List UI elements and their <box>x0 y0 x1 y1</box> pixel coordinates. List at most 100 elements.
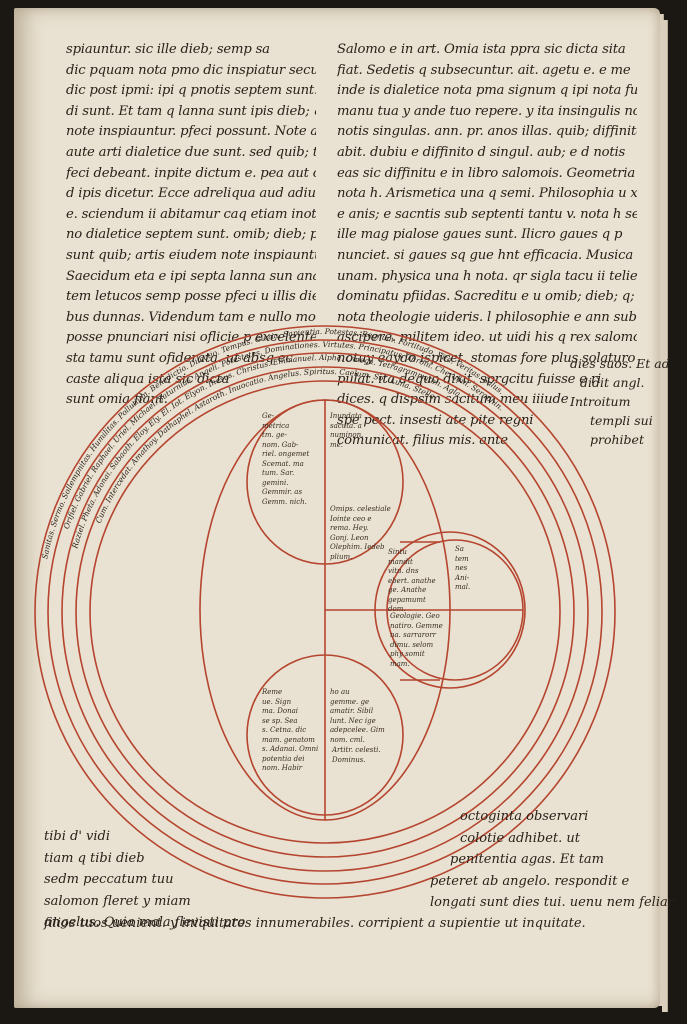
cell-line: Sintu <box>388 548 407 556</box>
cell-line: Omips. celestiale <box>330 505 391 513</box>
text-line: dic post ipmi: ipi q pnotis septem sunt.… <box>66 83 316 99</box>
text-line: angelus. Quia mala flevisti pro <box>44 915 246 930</box>
cell-line: me. <box>330 440 344 449</box>
cell-line: Ge- <box>262 412 275 420</box>
text-line: sunt quib; artis eiudem note inspiauntur… <box>66 247 316 263</box>
outer-ring <box>34 325 616 899</box>
cell-line: Gonj. Leon <box>330 533 369 542</box>
cell-line: mam. <box>390 659 410 668</box>
ring <box>47 339 603 885</box>
text-line: inde is dialetice nota pma signum q ipi … <box>337 83 637 99</box>
text-line: longati sunt dies tui. uenu nem feliar <box>430 895 674 910</box>
text-line: peteret ab angelo. respondit e <box>430 873 630 889</box>
cell-line: Dominus. <box>332 755 366 764</box>
side-note-line: dies suos. Et ad <box>570 356 670 371</box>
cell-line: se sp. Sea <box>262 716 298 725</box>
cell-bottom-strip: Artitr. celesti.Dominus. <box>332 746 381 765</box>
cell-line: natiro. Gemme <box>390 621 443 630</box>
text-line: comunicat. filius mis. ante <box>337 433 508 449</box>
bottom-line-text: filios tuos uenient. y iniquitates innum… <box>44 916 586 931</box>
cell-line: plium. <box>330 552 353 561</box>
cell-line: dimu. selom <box>390 640 434 649</box>
cell-line: Reme <box>262 688 283 696</box>
cell-line: adepcelee. Gim <box>330 726 385 734</box>
cell-line: mandit <box>388 557 413 566</box>
cell-line: gepamumt <box>388 595 426 604</box>
text-line: ascipere. militem ideo. ut uidi his q re… <box>337 330 637 346</box>
cell-line: ma. Donai <box>262 707 299 715</box>
text-line: d ipis dicetur. Ecce adreliqua aud adiut… <box>66 186 316 202</box>
text-line: dominatu pfiidas. Sacreditu e u omib; di… <box>337 289 635 305</box>
cell-line: s. Cetna. dic <box>262 726 307 734</box>
cell-line: nes <box>455 564 468 572</box>
text-line: nota h. Arismetica una q semi. Philosoph… <box>337 186 637 202</box>
text-line: tem letucos semp posse pfeci u illis die… <box>66 289 316 305</box>
text-line: fiat. Sedetis q subsecuntur. ait. agetu … <box>337 62 631 78</box>
cell-line: mam. genatom <box>262 735 315 744</box>
left-text-column: spiauntur. sic ille dieb; semp sa dic pqu… <box>66 40 316 411</box>
text-line: e anis; e sacntis sub septenti tantu v. … <box>337 206 637 222</box>
text-line: Salomo e in art. Omia ista ppra sic dict… <box>337 42 626 57</box>
cell-line: nom. Gab- <box>262 440 299 449</box>
text-line: spiauntur. sic ille dieb; semp sa <box>66 42 270 57</box>
text-line: notis singulas. ann. pr. anos illas. qui… <box>337 124 637 140</box>
text-line: dices. q dispsim sacitum meu iiiude <box>337 392 569 408</box>
cell-line: metrica <box>262 421 290 430</box>
cell-line: sacuta. a <box>330 421 362 430</box>
ring <box>75 366 575 858</box>
side-note-line: Introitum <box>570 394 631 409</box>
text-line: tibi d' vidi <box>44 829 111 844</box>
right-text-column: Salomo e in art. Omia ista ppra sic dict… <box>337 40 637 452</box>
ring <box>89 380 561 844</box>
text-line: nota theologie uideris. l philosophie e … <box>337 309 637 325</box>
text-line: aute arti dialetice due sunt. sed quib; … <box>66 144 316 160</box>
cell-line: ho au <box>330 688 350 696</box>
text-line: octoginta observari <box>460 809 589 824</box>
page-edge <box>662 20 668 1012</box>
cell-line: Scemat. ma <box>262 459 304 468</box>
cell-line: Sa <box>455 545 464 553</box>
cell-line: Olephim. Iedeb <box>330 543 385 551</box>
side-note-line: didit angl. <box>580 375 645 390</box>
text-line: feci debeant. inpite dictum e. pea aut c… <box>66 165 316 181</box>
cell-line: Gemm. nich. <box>262 497 307 506</box>
cell-line: tem <box>455 554 469 563</box>
cell-line: Iointe ceo e <box>330 514 372 523</box>
cell-line: Artitr. celesti. <box>332 746 381 754</box>
cell-line: ge. Anathe <box>388 586 427 594</box>
cell-line: tm. ge- <box>262 431 287 439</box>
text-line: penitentia agas. Et tam <box>450 852 605 867</box>
text-line: note inspiauntur. pfeci possunt. Note au… <box>66 124 316 140</box>
cell-line: amatir. Sibil <box>330 707 374 715</box>
cell-line: dom. <box>388 605 406 613</box>
cell-line: nom. Habir <box>262 764 303 772</box>
text-line: di sunt. Et tam q lanna sunt ipis dieb; … <box>66 103 316 119</box>
side-note: dies suos. Et ad didit angl. Introitum t… <box>570 354 670 449</box>
text-line: dic pquam nota pmo dic inspiatur secundi <box>66 62 316 78</box>
cell-line: Inundata <box>330 412 362 420</box>
cell-line: gemini. <box>262 478 289 487</box>
cell-line: tum. Sar. <box>262 469 295 477</box>
text-line: notuy eaydo ispicet. stomas fore plus so… <box>337 350 637 366</box>
cell-line: nom. cml. <box>330 735 365 744</box>
side-note-line: prohibet <box>590 432 644 447</box>
text-line: unam. physica una h nota. qr sigla tacu … <box>337 268 637 284</box>
cell-line: mal. <box>455 583 471 591</box>
text-line: e. sciendum ii abitamur caq etiam inotis… <box>66 206 316 222</box>
manuscript-page <box>14 8 660 1008</box>
cell-line: numinon. <box>330 431 364 439</box>
text-line: bus dunnas. Videndum tam e nullo modo <box>66 309 316 325</box>
side-note-line: templi sui <box>590 413 653 428</box>
cell-line: phy somit <box>390 650 425 658</box>
cell-line: lunt. Nec ige <box>330 716 376 725</box>
cell-line: gemme. ge <box>330 697 370 706</box>
